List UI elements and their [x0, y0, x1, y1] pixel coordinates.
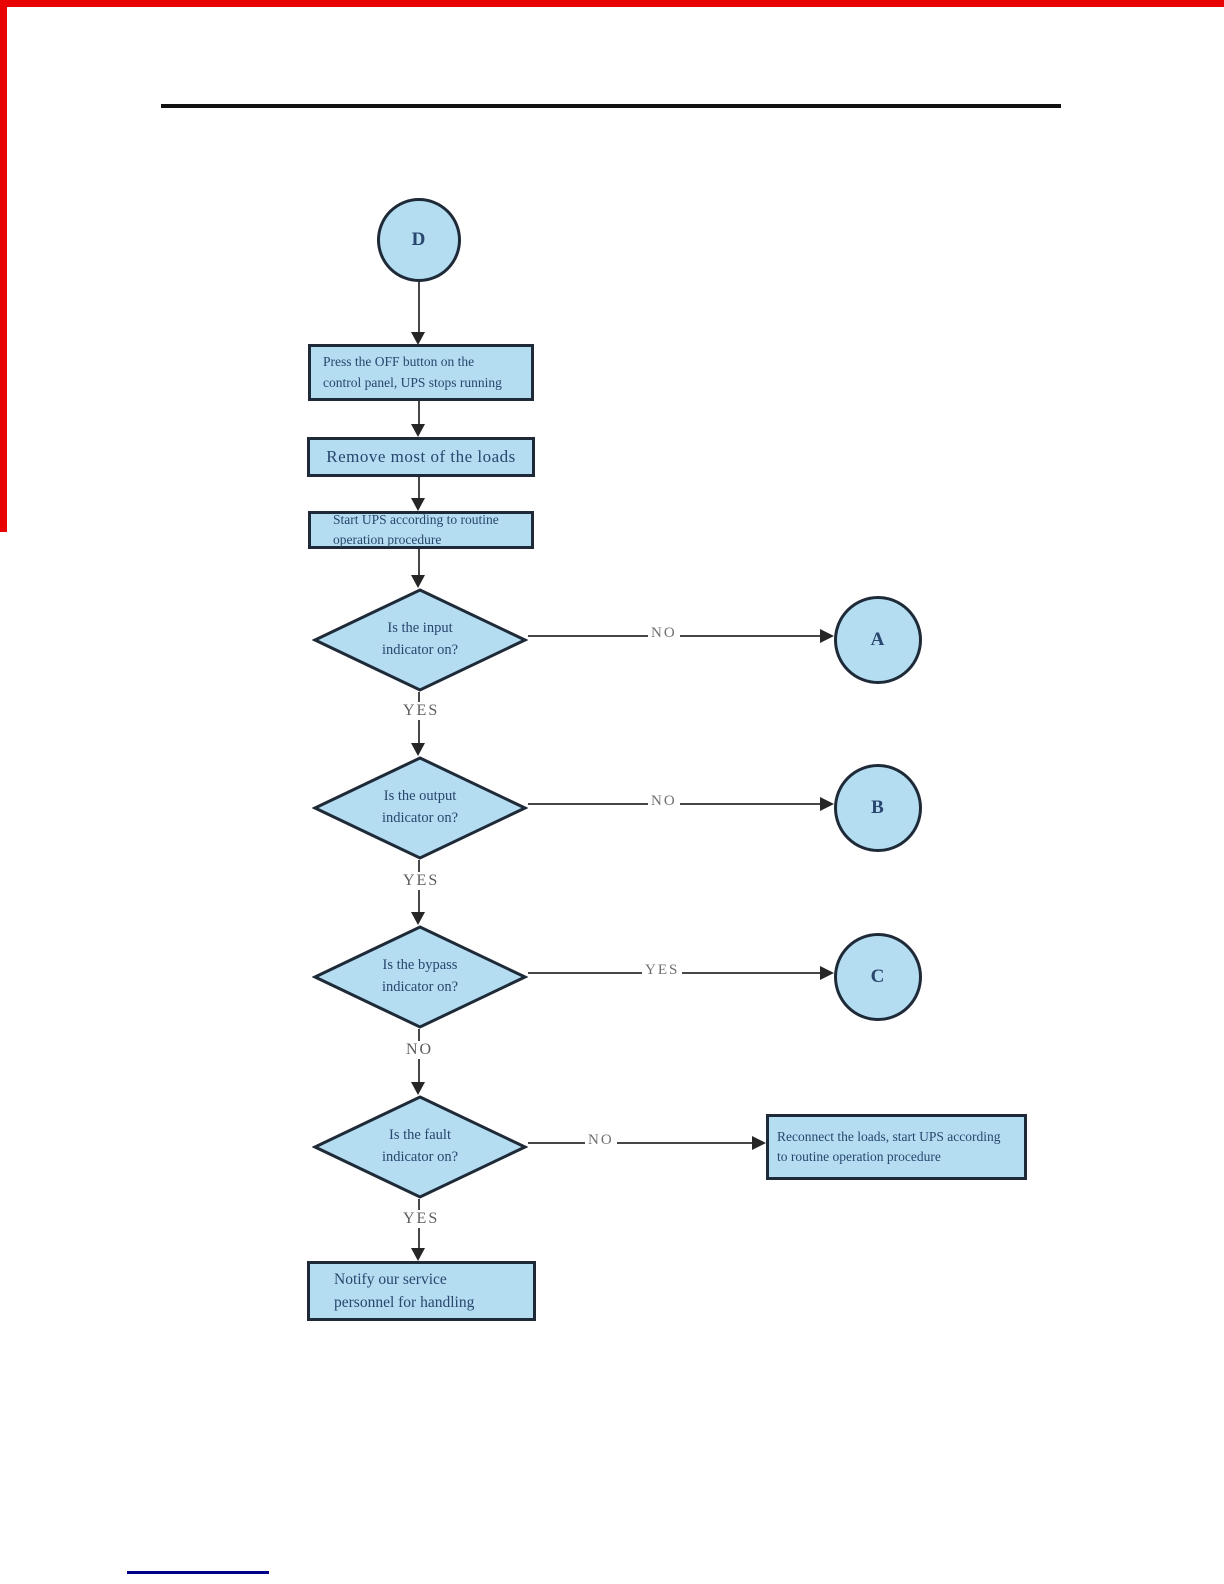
arrow-down-icon [411, 912, 425, 925]
process-text: control panel, UPS stops running [323, 374, 502, 390]
header-rule [161, 104, 1061, 108]
arrow-down-icon [411, 743, 425, 756]
page-edge-marker-top [0, 0, 1224, 7]
decision-line: indicator on? [381, 810, 459, 826]
edge-label-fault-yes: YES [400, 1210, 443, 1228]
arrow-down-icon [411, 332, 425, 345]
diamond-shape [312, 588, 528, 692]
process-text: Start UPS according to routine [333, 511, 499, 527]
connector-b: B [834, 764, 922, 852]
flow-line-start-to-input [418, 549, 420, 576]
connector-d: D [377, 198, 461, 282]
diamond-shape [312, 1095, 528, 1199]
decision-output-indicator: Is the output indicator on? [312, 756, 528, 860]
arrow-right-icon [752, 1136, 766, 1150]
process-text: Notify our service [334, 1270, 447, 1288]
connector-c: C [834, 933, 922, 1021]
decision-line: Is the bypass [382, 957, 458, 974]
process-text: to routine operation procedure [777, 1149, 941, 1164]
connector-c-label: C [870, 966, 886, 987]
arrow-down-icon [411, 424, 425, 437]
page-edge-marker-left [0, 0, 7, 532]
edge-label-fault-no: NO [585, 1132, 617, 1149]
arrow-right-icon [820, 966, 834, 980]
process-press-off-button: Press the OFF button on the control pane… [308, 344, 534, 401]
decision-bypass-indicator: Is the bypass indicator on? [312, 925, 528, 1029]
flow-line-press-to-remove [418, 401, 420, 425]
edge-label-output-no: NO [648, 793, 680, 810]
connector-d-label: D [411, 229, 427, 250]
decision-line: Is the fault [388, 1127, 451, 1144]
process-text: Reconnect the loads, start UPS according [777, 1129, 1001, 1145]
process-reconnect-loads: Reconnect the loads, start UPS according… [766, 1114, 1027, 1180]
flow-line-d-to-press [418, 282, 420, 333]
connector-a-label: A [870, 629, 886, 650]
arrow-down-icon [411, 575, 425, 588]
decision-line: Is the output [383, 788, 457, 805]
arrow-right-icon [820, 797, 834, 811]
decision-line: Is the input [387, 620, 453, 637]
flow-line-remove-to-start [418, 477, 420, 499]
edge-label-input-no: NO [648, 625, 680, 642]
arrow-down-icon [411, 498, 425, 511]
decision-line: indicator on? [381, 979, 459, 995]
process-text: personnel for handling [334, 1294, 475, 1311]
edge-label-bypass-yes: YES [642, 962, 683, 979]
arrow-right-icon [820, 629, 834, 643]
decision-line: indicator on? [381, 1149, 459, 1165]
flow-line-fault-no [528, 1142, 754, 1144]
process-notify-service: Notify our service personnel for handlin… [307, 1261, 536, 1321]
process-remove-loads: Remove most of the loads [307, 437, 535, 477]
diamond-shape [312, 925, 528, 1029]
process-text: Press the OFF button on the [323, 354, 475, 370]
decision-text: Is the fault indicator on? [312, 1095, 528, 1199]
connector-a: A [834, 596, 922, 684]
connector-b-label: B [871, 797, 885, 818]
arrow-down-icon [411, 1082, 425, 1095]
edge-label-input-yes: YES [400, 702, 443, 720]
decision-text: Is the bypass indicator on? [312, 925, 528, 1029]
edge-label-bypass-no: NO [403, 1041, 437, 1059]
diamond-shape [312, 756, 528, 860]
process-text: Remove most of the loads [326, 447, 516, 466]
edge-label-output-yes: YES [400, 872, 443, 890]
process-start-ups: Start UPS according to routine operation… [308, 511, 534, 549]
process-text: operation procedure [333, 532, 442, 547]
footnote-rule [127, 1571, 269, 1574]
decision-text: Is the output indicator on? [312, 756, 528, 860]
decision-input-indicator: Is the input indicator on? [312, 588, 528, 692]
decision-text: Is the input indicator on? [312, 588, 528, 692]
decision-fault-indicator: Is the fault indicator on? [312, 1095, 528, 1199]
decision-line: indicator on? [381, 642, 459, 658]
arrow-down-icon [411, 1248, 425, 1261]
